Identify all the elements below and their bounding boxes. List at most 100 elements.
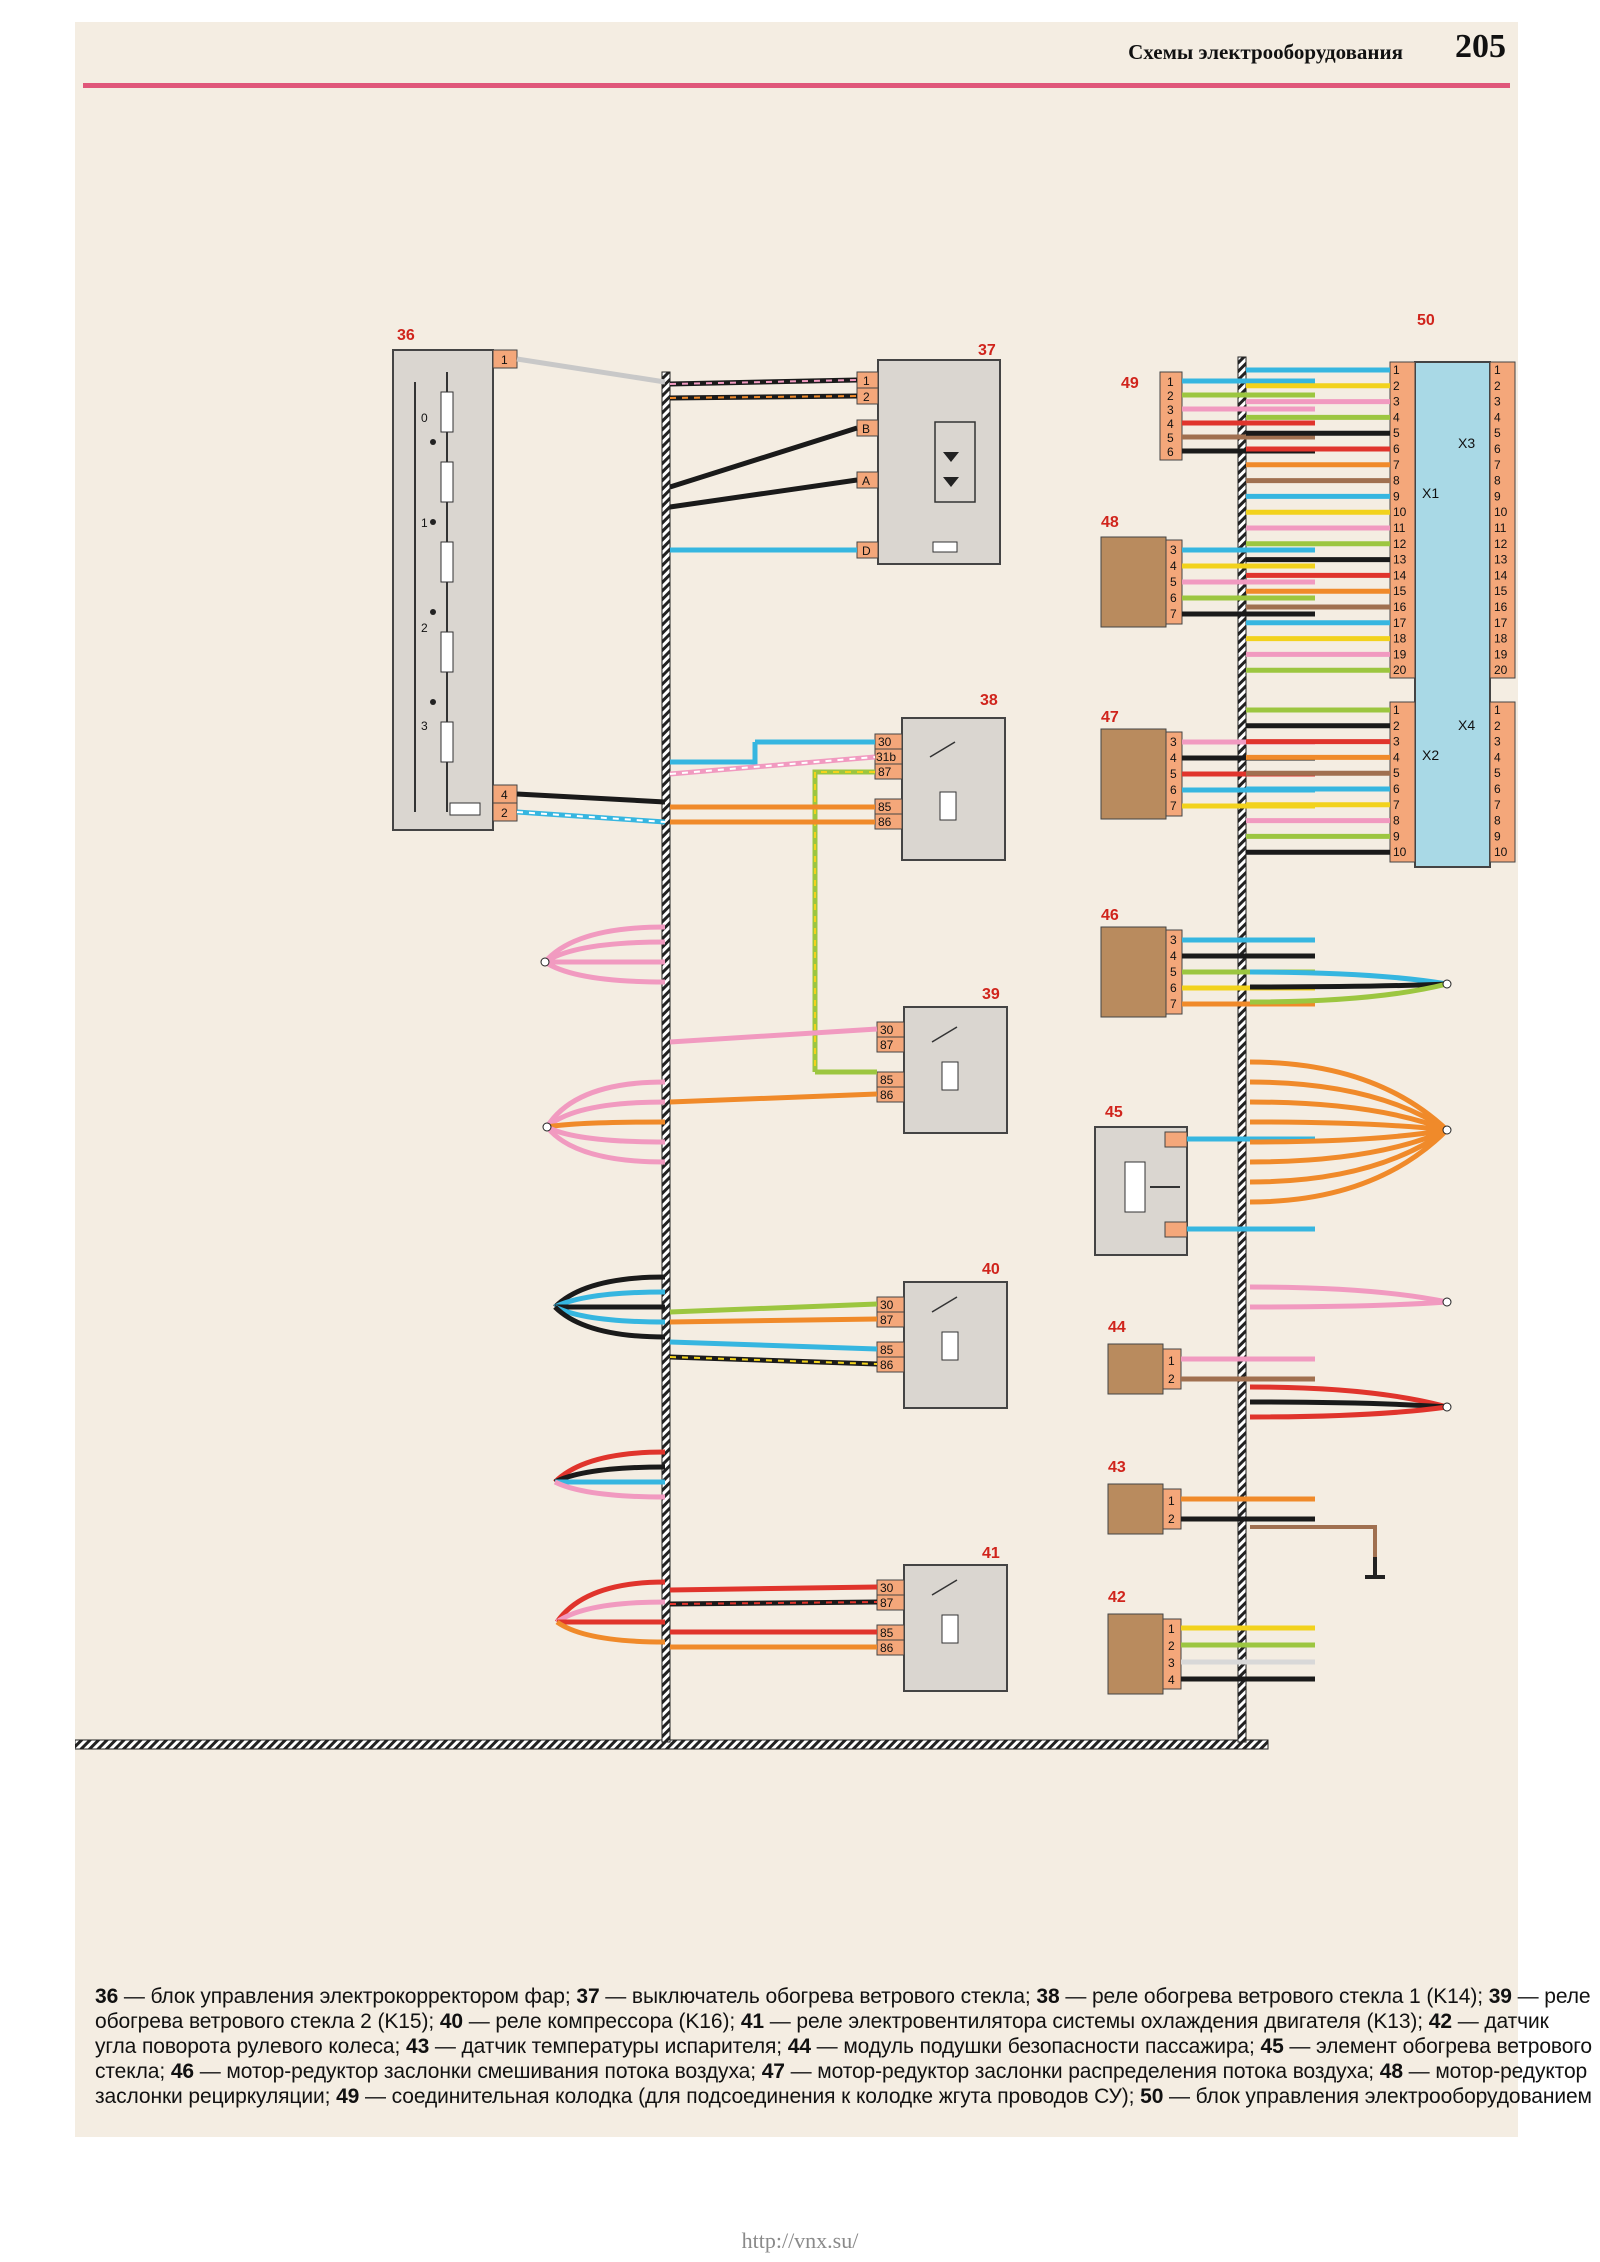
page-header: Схемы электрооборудования 205 bbox=[75, 22, 1518, 92]
label-50: 50 bbox=[1417, 312, 1435, 329]
c50-x1-pin: 7 bbox=[1393, 458, 1400, 472]
wires-44 bbox=[1181, 1356, 1315, 1382]
label-39: 39 bbox=[982, 986, 1000, 1003]
c39-pin-85: 85 bbox=[880, 1073, 894, 1087]
component-45-heating-element bbox=[1094, 1126, 1188, 1256]
wiring-diagram: 1 4 2 0 1 2 3 36 bbox=[75, 312, 1516, 1750]
c50-x3-pin: 19 bbox=[1494, 647, 1508, 661]
c39-pin-87: 87 bbox=[880, 1038, 894, 1052]
c50-x2-pin: 3 bbox=[1393, 735, 1400, 749]
c50-x3-pin: 8 bbox=[1494, 474, 1501, 488]
c48-pin-4: 4 bbox=[1170, 559, 1177, 573]
c46-pin-7: 7 bbox=[1170, 997, 1177, 1011]
wires-39 bbox=[669, 1026, 878, 1105]
switch-pos-0: 0 bbox=[421, 411, 428, 425]
legend-37: 37 — выключатель обогрева ветрового стек… bbox=[576, 1985, 1031, 2008]
c50-x1-pin: 8 bbox=[1393, 474, 1400, 488]
c50-x4-pin: 9 bbox=[1494, 829, 1501, 843]
label-x3: X3 bbox=[1458, 435, 1475, 451]
c42-pin-1: 1 bbox=[1168, 1622, 1175, 1636]
c37-pin-a: A bbox=[862, 474, 870, 488]
label-36: 36 bbox=[397, 327, 415, 344]
c50-x2-pin: 6 bbox=[1393, 782, 1400, 796]
c38-pin-30: 30 bbox=[878, 735, 892, 749]
c41-pin-85: 85 bbox=[880, 1626, 894, 1640]
c50-x1-pin: 4 bbox=[1393, 410, 1400, 424]
c50-x2-pin: 5 bbox=[1393, 766, 1400, 780]
c43-pin-1: 1 bbox=[1168, 1494, 1175, 1508]
c47-pin-3: 3 bbox=[1170, 735, 1177, 749]
c50-x1-pin: 13 bbox=[1393, 553, 1407, 567]
harness-fans-left bbox=[540, 924, 666, 1645]
c44-pin-1: 1 bbox=[1168, 1354, 1175, 1368]
manual-page: Схемы электрооборудования 205 1 4 2 bbox=[75, 22, 1592, 2137]
wires-46 bbox=[1182, 937, 1315, 1007]
c50-x1-pin: 6 bbox=[1393, 442, 1400, 456]
c39-pin-30: 30 bbox=[880, 1023, 894, 1037]
c50-x4-pin: 6 bbox=[1494, 782, 1501, 796]
c50-x2-pin: 7 bbox=[1393, 798, 1400, 812]
c46-pin-3: 3 bbox=[1170, 933, 1177, 947]
label-37: 37 bbox=[978, 342, 996, 359]
label-40: 40 bbox=[982, 1261, 1000, 1278]
c50-x1-pin: 15 bbox=[1393, 584, 1407, 598]
figure-caption: 36 — блок управления электрокорректором … bbox=[95, 1984, 1595, 2109]
c50-x3-pin: 9 bbox=[1494, 489, 1501, 503]
c50-x3-pin: 11 bbox=[1494, 521, 1507, 535]
source-url[interactable]: http://vnx.su/ bbox=[741, 2228, 859, 2253]
c50-x3-pin: 10 bbox=[1494, 505, 1508, 519]
c50-x1-pin: 3 bbox=[1393, 395, 1400, 409]
legend-48: 48 — мотор-редуктор заслонки рециркуляци… bbox=[95, 2060, 1588, 2108]
c40-pin-30: 30 bbox=[880, 1298, 894, 1312]
c40-pin-86: 86 bbox=[880, 1358, 894, 1372]
c49-pin-5: 5 bbox=[1167, 431, 1174, 445]
c50-x1-pin: 2 bbox=[1393, 379, 1400, 393]
c50-x4-pin: 4 bbox=[1494, 750, 1501, 764]
c36-pin-2: 2 bbox=[501, 806, 508, 820]
c49-pin-2: 2 bbox=[1167, 389, 1174, 403]
c50-x1-pin: 18 bbox=[1393, 632, 1407, 646]
legend-46: 46 — мотор-редуктор заслонки смешивания … bbox=[170, 2060, 756, 2083]
c49-pin-1: 1 bbox=[1167, 375, 1174, 389]
c49-pin-6: 6 bbox=[1167, 445, 1174, 459]
c43-pin-2: 2 bbox=[1168, 1512, 1175, 1526]
c37-pin-2: 2 bbox=[863, 390, 870, 404]
component-39-relay: 30 87 85 86 bbox=[876, 1006, 1008, 1134]
component-36-headlamp-corrector: 1 4 2 0 1 2 3 bbox=[392, 349, 518, 831]
c50-x1-pin: 19 bbox=[1393, 647, 1407, 661]
switch-pos-3: 3 bbox=[421, 719, 428, 733]
label-x1: X1 bbox=[1422, 485, 1439, 501]
wires-37 bbox=[669, 377, 858, 553]
c50-x3-pin: 16 bbox=[1494, 600, 1508, 614]
c50-x1-pin: 9 bbox=[1393, 489, 1400, 503]
legend-38: 38 — реле обогрева ветрового стекла 1 (K… bbox=[1036, 1985, 1483, 2008]
legend-39: 39 — реле обогрева ветрового стекла 2 (K… bbox=[95, 1985, 1591, 2033]
c50-x2-pin: 10 bbox=[1393, 845, 1407, 859]
label-43: 43 bbox=[1108, 1459, 1126, 1476]
wires-40 bbox=[669, 1301, 878, 1367]
wires-41 bbox=[669, 1584, 878, 1650]
switch-pos-1: 1 bbox=[421, 516, 428, 530]
legend-49: 49 — соединительная колодка (для подсоед… bbox=[336, 2085, 1135, 2108]
c46-pin-4: 4 bbox=[1170, 949, 1177, 963]
c50-x1-pin: 1 bbox=[1393, 363, 1400, 377]
c50-x4-pin: 1 bbox=[1494, 703, 1501, 717]
c46-pin-5: 5 bbox=[1170, 965, 1177, 979]
component-43-temp-sensor: 1 2 bbox=[1107, 1483, 1182, 1535]
c50-x4-pin: 8 bbox=[1494, 814, 1501, 828]
component-49-connector: 1 2 3 4 5 6 bbox=[1159, 371, 1183, 461]
c50-x4-pin: 5 bbox=[1494, 766, 1501, 780]
c50-x1-pin: 17 bbox=[1393, 616, 1407, 630]
harness-fans-right bbox=[1249, 969, 1452, 1579]
c50-x4-pin: 3 bbox=[1494, 735, 1501, 749]
c47-pin-7: 7 bbox=[1170, 799, 1177, 813]
c50-x2-pin: 1 bbox=[1393, 703, 1400, 717]
c40-pin-85: 85 bbox=[880, 1343, 894, 1357]
c44-pin-2: 2 bbox=[1168, 1372, 1175, 1386]
legend-45: 45 — элемент обогрева ветрового стекла; bbox=[95, 2035, 1592, 2083]
c50-x2-pin: 4 bbox=[1393, 750, 1400, 764]
c40-pin-87: 87 bbox=[880, 1313, 894, 1327]
wires-50 bbox=[1246, 367, 1390, 855]
c39-pin-86: 86 bbox=[880, 1088, 894, 1102]
c50-x1-pin: 14 bbox=[1393, 568, 1407, 582]
